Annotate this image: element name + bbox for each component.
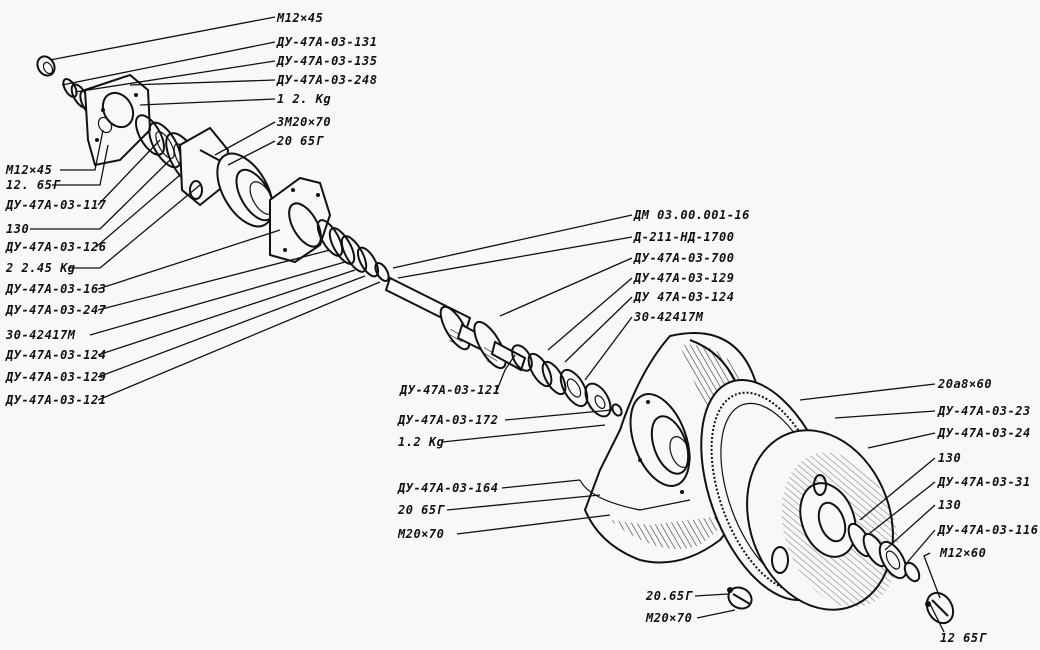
bearing-housing-plate <box>83 73 152 167</box>
label-1-2-kg-top: 1 2. Kg <box>277 92 331 106</box>
label-du47a-03-24: ДУ-47А-03-24 <box>937 426 1031 440</box>
label-2-2-45-kg: 2 2.45 Kg <box>5 261 76 275</box>
label-du47a-03-124-left: ДУ-47А-03-124 <box>5 348 106 362</box>
label-du47a-03-172: ДУ-47А-03-172 <box>397 413 498 427</box>
label-du47a-03-135: ДУ-47А-03-135 <box>276 54 377 68</box>
leader-lines <box>30 16 945 633</box>
label-130-right-1: 130 <box>938 451 961 465</box>
label-du47a-03-163: ДУ-47А-03-163 <box>5 282 106 296</box>
label-du47a-03-23: ДУ-47А-03-23 <box>937 404 1031 418</box>
label-30-42417m-left: 30-42417M <box>5 328 76 342</box>
label-m12x45-left: M12×45 <box>5 163 52 177</box>
drive-shaft <box>384 276 527 372</box>
label-du47a-03-164: ДУ-47А-03-164 <box>397 481 498 495</box>
label-du47a-03-124-mid: ДУ 47А-03-124 <box>633 290 734 304</box>
bolt-m12-top <box>36 55 56 77</box>
bearing-rings-middle <box>511 344 623 418</box>
label-m20x70-bottom: M20×70 <box>645 611 692 625</box>
label-30-42417m-mid: 30-42417M <box>633 310 704 324</box>
bolt-m12-bottom <box>925 591 955 625</box>
label-130-right-2: 130 <box>938 498 961 512</box>
label-du47a-03-131: ДУ-47А-03-131 <box>276 35 377 49</box>
label-du47a-03-116: ДУ-47А-03-116 <box>937 523 1038 537</box>
label-du47a-03-129-mid: ДУ-47А-03-129 <box>633 271 734 285</box>
shaft-assembly-parts <box>36 55 955 625</box>
label-du47a-03-248: ДУ-47А-03-248 <box>276 73 377 87</box>
label-du47a-03-121-left: ДУ-47А-03-121 <box>5 393 106 407</box>
bolt-m20-bottom <box>727 586 753 610</box>
label-du47a-03-129-left: ДУ-47А-03-129 <box>5 370 106 384</box>
label-du47a-03-126: ДУ-47А-03-126 <box>5 240 106 254</box>
label-du47a-03-31: ДУ-47А-03-31 <box>937 475 1031 489</box>
clutch-hub <box>629 393 691 494</box>
bearing-housing-middle <box>216 152 275 228</box>
label-du47a-03-247: ДУ-47А-03-247 <box>5 303 107 317</box>
label-1-2-kg-center: 1.2 Kg <box>398 435 444 449</box>
label-130-left: 130 <box>6 222 29 236</box>
label-20-65g-top: 20 65Г <box>276 134 325 148</box>
label-12-65g-bottom: 12 65Г <box>940 631 988 645</box>
label-m12x60: M12×60 <box>939 546 986 560</box>
part-labels: M12×45 ДУ-47А-03-131 ДУ-47А-03-135 ДУ-47… <box>5 11 1038 645</box>
label-du47a-03-121-center: ДУ-47А-03-121 <box>399 383 500 397</box>
label-12-65g-left: 12. 65Г <box>6 178 61 192</box>
label-du47a-03-117: ДУ-47А-03-117 <box>5 198 107 212</box>
label-20-65g-bottom: 20.65Г <box>645 589 694 603</box>
label-d-211-nd-1700: Д-211-HД-1700 <box>633 230 734 244</box>
label-dm-03-00-001-16: ДM 03.00.001-16 <box>633 208 750 222</box>
label-20-65g-center: 20 65Г <box>397 503 446 517</box>
flange-plate-lower <box>269 176 332 264</box>
label-m12x45-top: M12×45 <box>276 11 323 25</box>
label-3m20x70: 3M20×70 <box>276 115 331 129</box>
seal-rings-upper <box>316 219 390 283</box>
flywheel-disc <box>746 429 899 611</box>
label-du47a-03-700: ДУ-47А-03-700 <box>633 251 734 265</box>
bearing-rings-rear <box>847 522 921 583</box>
label-m20x70-center: M20×70 <box>397 527 444 541</box>
label-20a8x60: 20а8×60 <box>937 377 992 391</box>
